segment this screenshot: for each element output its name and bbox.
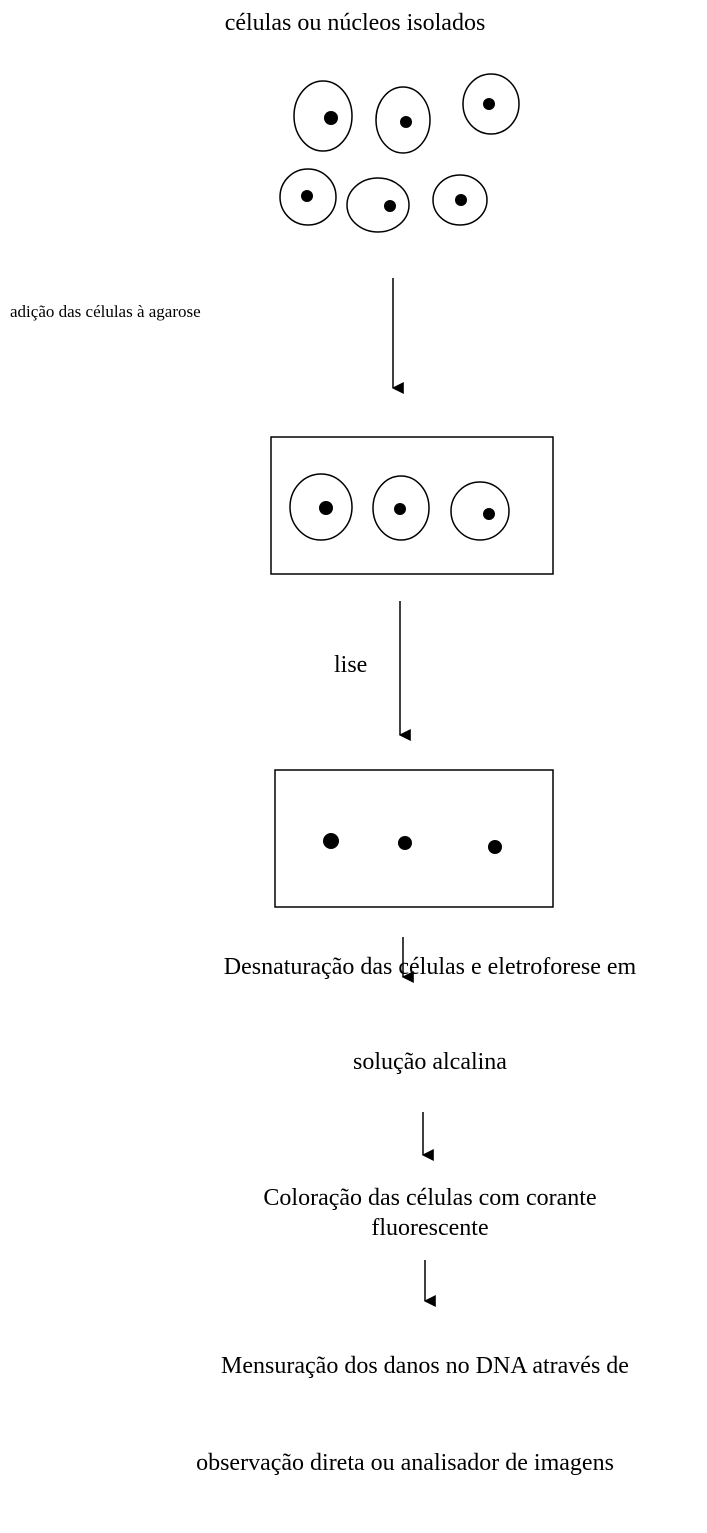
cell-icon <box>375 86 431 154</box>
cell-icon <box>279 168 337 226</box>
nucleus-dot <box>398 836 412 850</box>
nucleus-dot <box>488 840 502 854</box>
step-label-staining-line2: fluorescente <box>371 1215 489 1241</box>
isolated-cells-group <box>279 73 520 233</box>
step-label-staining-line1: Coloração das células com corante <box>263 1185 597 1211</box>
cell-icon <box>450 481 510 541</box>
cell-icon <box>346 177 410 233</box>
cell-icon <box>432 174 488 226</box>
cell-icon <box>289 473 353 541</box>
step-label-lysis: lise <box>334 652 368 678</box>
cell-icon <box>462 73 520 135</box>
cell-icon <box>293 80 353 152</box>
lysed-slide <box>274 769 554 908</box>
nuclei-group <box>323 833 502 854</box>
diagram-title: células ou núcleos isolados <box>224 10 486 36</box>
step-label-denaturation-line1: Desnaturação das células e eletroforese … <box>223 954 637 980</box>
nucleus-dot <box>323 833 339 849</box>
agarose-slide <box>270 436 554 575</box>
cell-icon <box>372 475 430 541</box>
step-label-measurement-line2: observação direta ou analisador de image… <box>196 1450 614 1476</box>
embedded-cells-group <box>289 473 510 541</box>
step-label-add-cells: adição das células à agarose <box>10 302 201 321</box>
step-label-measurement-line1: Mensuração dos danos no DNA através de <box>221 1353 629 1379</box>
step-label-denaturation-line2: solução alcalina <box>353 1049 507 1075</box>
